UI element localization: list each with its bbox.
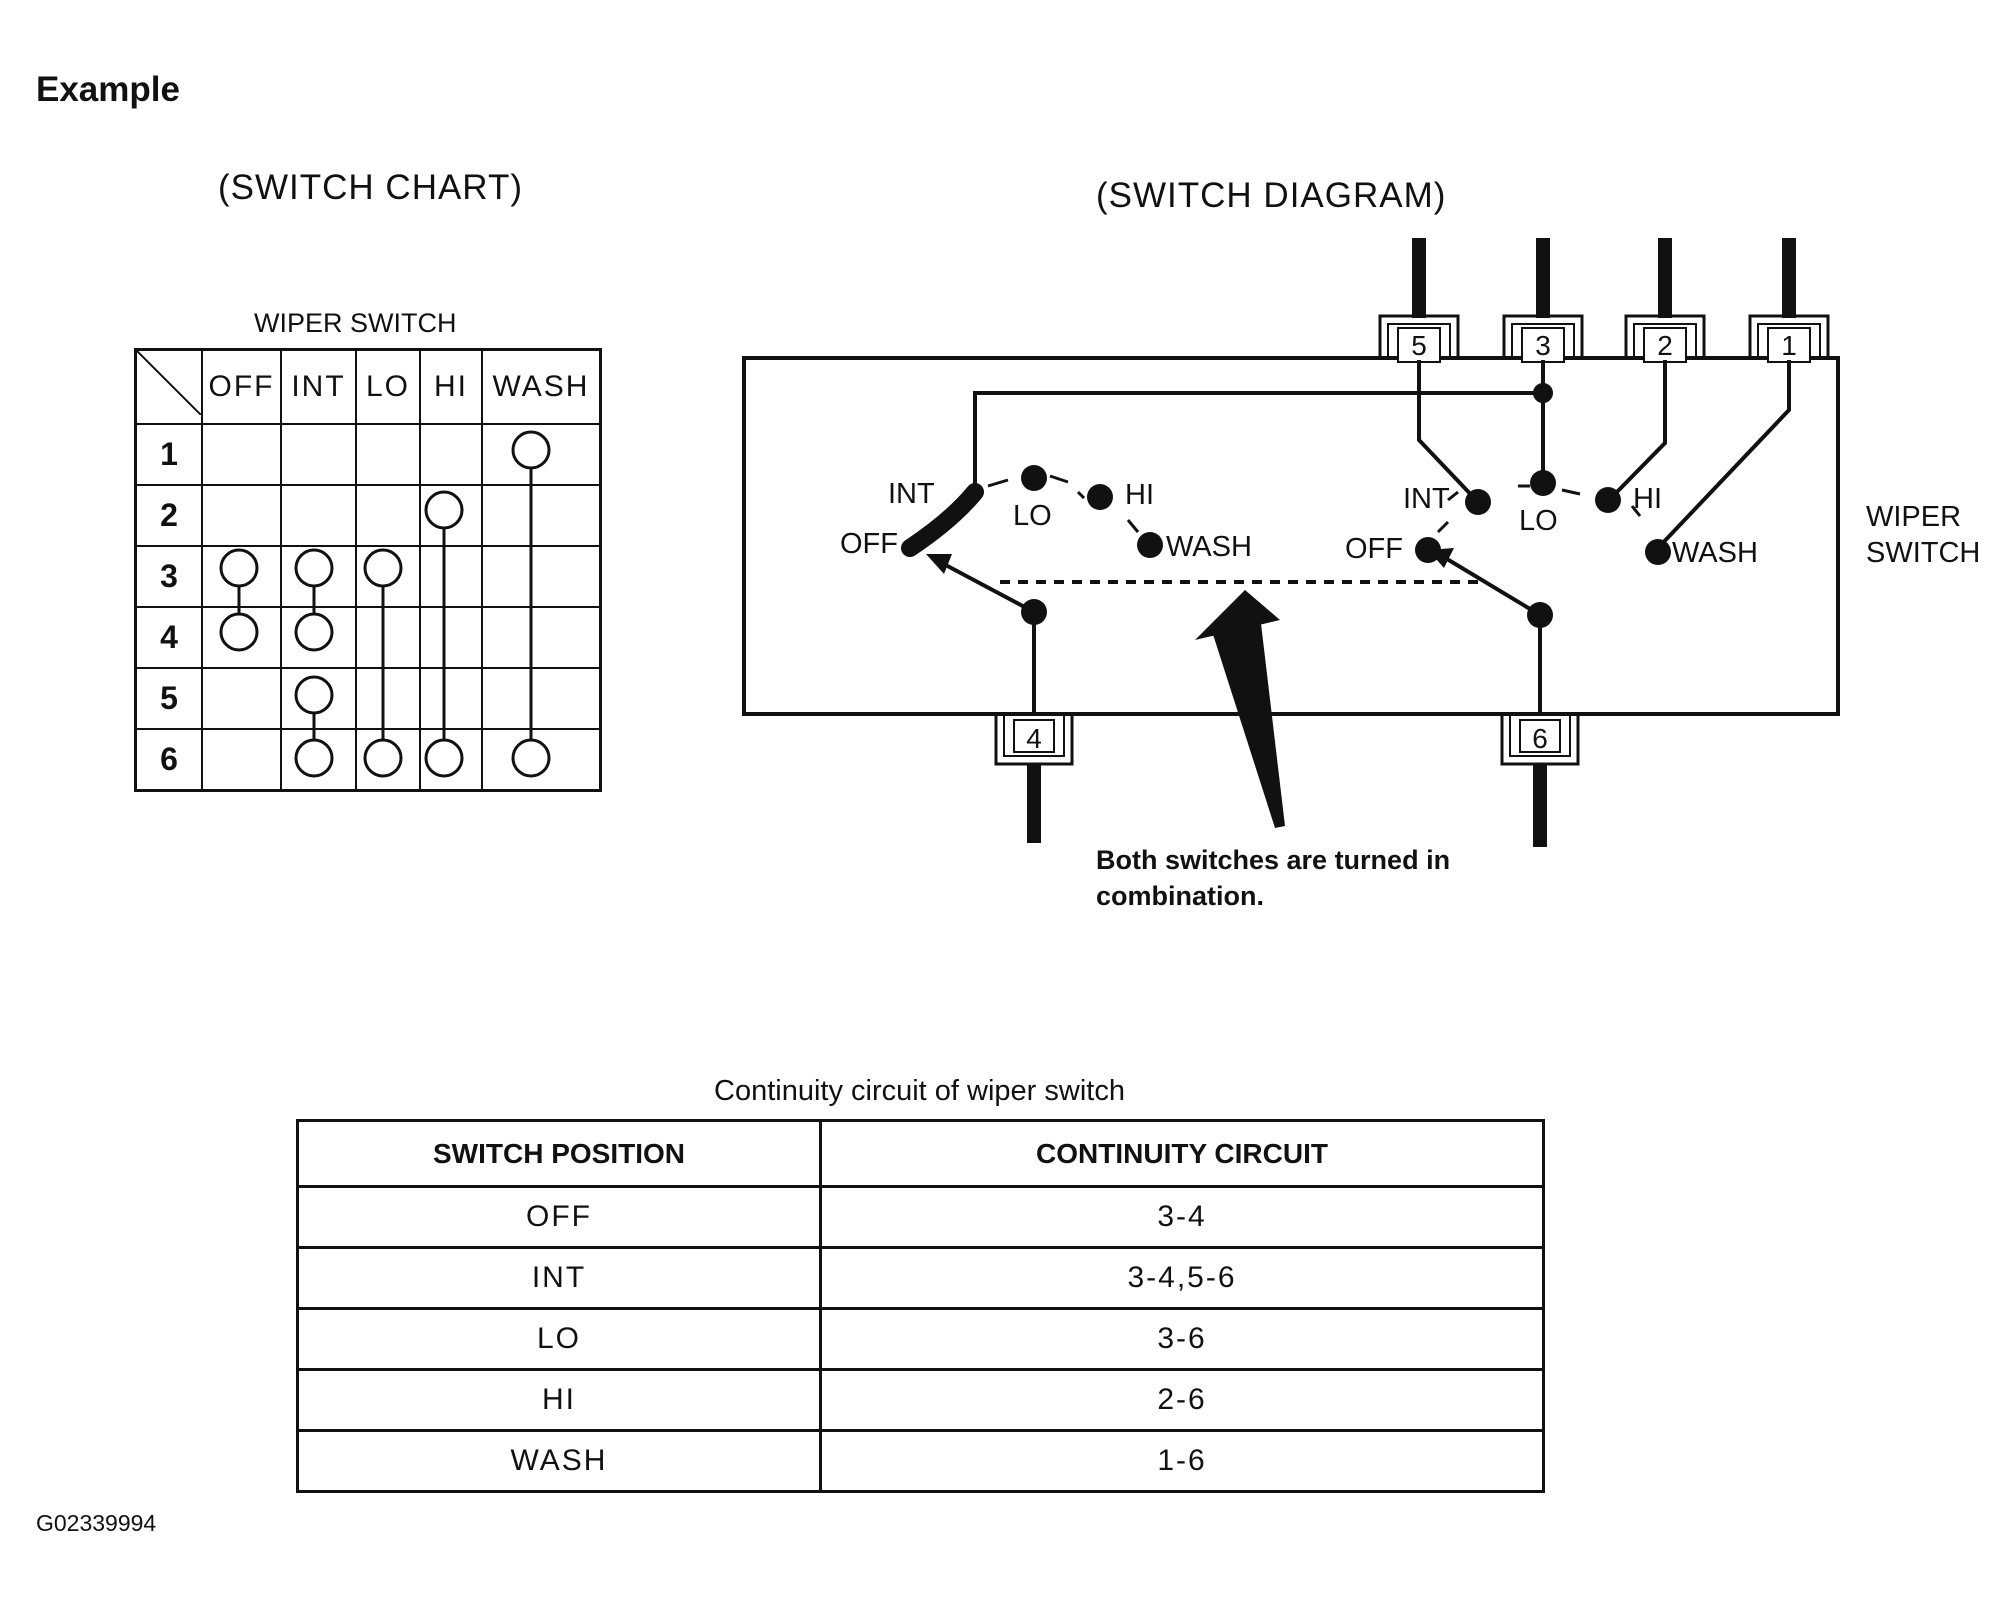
chart-row-label: 6 xyxy=(134,728,203,792)
table-row: OFF 3-4 xyxy=(296,1185,1545,1249)
wiper-switch-label-line1: WIPER xyxy=(1866,501,1961,533)
switch-chart-caption: WIPER SWITCH xyxy=(254,308,457,338)
left-int-label: INT xyxy=(888,478,935,510)
circuit-cell: 3-4 xyxy=(819,1185,1545,1249)
continuity-table: SWITCH POSITION CONTINUITY CIRCUIT OFF 3… xyxy=(296,1119,1545,1493)
switch-diagram-title: (SWITCH DIAGRAM) xyxy=(1096,176,1447,215)
header-continuity-circuit: CONTINUITY CIRCUIT xyxy=(819,1119,1545,1188)
terminal-label: 6 xyxy=(1532,723,1548,754)
left-off-label: OFF xyxy=(840,528,898,560)
terminal-label: 5 xyxy=(1411,330,1427,361)
chart-col-header: LO xyxy=(355,348,421,425)
position-cell: WASH xyxy=(296,1429,822,1493)
terminal-label: 4 xyxy=(1026,723,1042,754)
chart-row-label: 5 xyxy=(134,667,203,730)
chart-row-label: 2 xyxy=(134,484,203,547)
switch-chart-title: (SWITCH CHART) xyxy=(218,168,523,207)
connector-1 xyxy=(1748,238,1830,363)
right-hi-label: HI xyxy=(1633,483,1662,515)
switch-housing xyxy=(742,356,1840,716)
table-row: INT 3-4,5-6 xyxy=(296,1246,1545,1310)
chart-row-label: 1 xyxy=(134,423,203,486)
diagonal-divider xyxy=(136,350,202,416)
wiper-switch-label-line2: SWITCH xyxy=(1866,537,1980,569)
circuit-cell: 1-6 xyxy=(819,1429,1545,1493)
circuit-cell: 3-6 xyxy=(819,1307,1545,1371)
connector-6 xyxy=(1500,712,1580,847)
chart-row-label: 4 xyxy=(134,606,203,669)
right-off-label: OFF xyxy=(1345,533,1403,565)
connector-2 xyxy=(1624,238,1706,363)
figure-id: G02339994 xyxy=(36,1510,157,1536)
circuit-cell: 3-4,5-6 xyxy=(819,1246,1545,1310)
terminal-label: 1 xyxy=(1781,330,1797,361)
combination-note: Both switches are turned in combination. xyxy=(1096,845,1451,911)
connector-3 xyxy=(1502,238,1584,363)
terminal-label: 2 xyxy=(1657,330,1673,361)
position-cell: LO xyxy=(296,1307,822,1371)
note-arrowhead xyxy=(1195,590,1280,640)
internal-wiring xyxy=(973,360,1791,712)
chart-col-header: OFF xyxy=(201,348,282,425)
connector-5 xyxy=(1378,238,1460,363)
right-switch xyxy=(1415,470,1671,628)
left-hi-label: HI xyxy=(1125,479,1154,511)
position-cell: OFF xyxy=(296,1185,822,1249)
position-cell: HI xyxy=(296,1368,822,1432)
corner-cell xyxy=(134,348,203,425)
table-row: HI 2-6 xyxy=(296,1368,1545,1432)
table-row: LO 3-6 xyxy=(296,1307,1545,1371)
chart-row-label: 3 xyxy=(134,545,203,608)
right-int-label: INT xyxy=(1403,483,1450,515)
chart-col-header: INT xyxy=(280,348,357,425)
connector-4 xyxy=(994,712,1074,843)
right-wash-label: WASH xyxy=(1672,537,1758,569)
header-switch-position: SWITCH POSITION xyxy=(296,1119,822,1188)
circuit-cell: 2-6 xyxy=(819,1368,1545,1432)
left-wash-label: WASH xyxy=(1166,531,1252,563)
left-lo-label: LO xyxy=(1013,500,1052,532)
position-cell: INT xyxy=(296,1246,822,1310)
terminal-label: 3 xyxy=(1535,330,1551,361)
table-row: WASH 1-6 xyxy=(296,1429,1545,1493)
chart-col-header: HI xyxy=(419,348,483,425)
chart-col-header: WASH xyxy=(481,348,602,425)
note-arrow xyxy=(1210,615,1285,828)
left-switch xyxy=(901,465,1163,625)
example-heading: Example xyxy=(36,70,180,109)
continuity-caption: Continuity circuit of wiper switch xyxy=(714,1075,1125,1107)
right-lo-label: LO xyxy=(1519,505,1558,537)
